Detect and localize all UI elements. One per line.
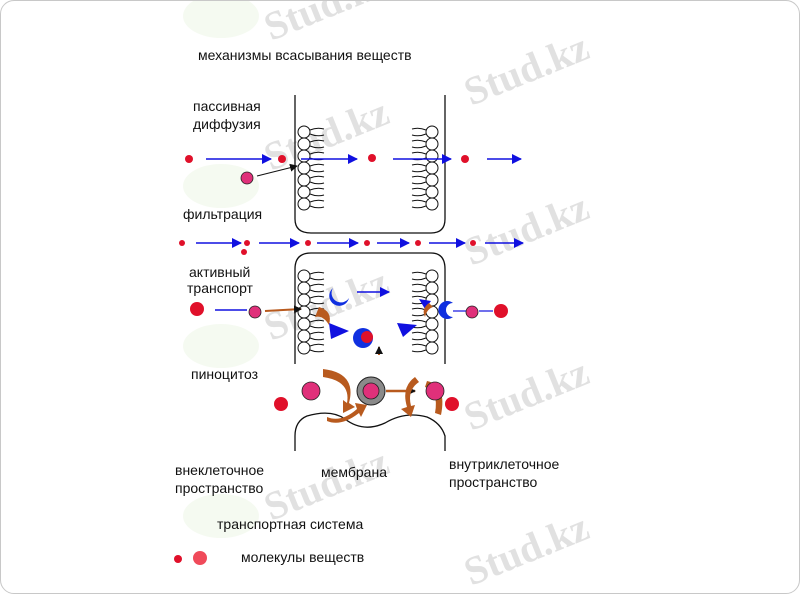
molecule-dot [461, 155, 469, 163]
watermark-text: Stud.kz [458, 184, 595, 274]
watermark-text: Stud.kz [258, 259, 395, 349]
watermark-logo [183, 494, 259, 538]
legend-molecule-large-icon [193, 551, 207, 565]
pointer-arrow [256, 163, 298, 177]
label-intracellular-2: пространство [449, 474, 538, 490]
molecule-large [240, 171, 254, 185]
watermark-logo [183, 164, 259, 208]
molecule-bound [362, 382, 380, 400]
label-passive: пассивная [193, 98, 261, 114]
label-membrane: мембрана [321, 464, 387, 480]
molecule-large [190, 302, 204, 316]
watermark-text: Stud.kz [458, 349, 595, 439]
membrane-lower [294, 252, 446, 451]
carrier-icon [315, 307, 330, 325]
transport-arrow [419, 299, 431, 309]
molecule-dot [278, 155, 286, 163]
vesicle-arrow [327, 403, 367, 423]
watermark-text: Stud.kz [458, 24, 595, 114]
molecule-large [425, 381, 445, 401]
active-transport-row [190, 284, 508, 355]
vesicle-arrow [401, 377, 419, 417]
diagram-title: механизмы всасывания веществ [198, 47, 412, 63]
transport-arrow [397, 323, 417, 337]
label-transport: транспорт [187, 280, 254, 296]
watermark-text: Stud.kz [458, 504, 595, 594]
vesicle-arrow [323, 369, 355, 413]
carrier-icon [423, 303, 433, 317]
molecule-dot [368, 154, 376, 162]
transport-arrow [329, 323, 349, 339]
legend-transport-system: транспортная система [217, 516, 363, 532]
filtration-row [179, 238, 524, 255]
lipid-layer-right-upper [411, 125, 439, 211]
label-pinocytosis: пиноцитоз [191, 366, 258, 382]
label-diffusion: диффузия [193, 116, 261, 132]
molecule-large [445, 397, 459, 411]
molecule-dot [244, 240, 250, 246]
transport-line [264, 305, 302, 314]
label-extracellular-1: внеклеточное [175, 462, 264, 478]
carrier-icon [329, 288, 349, 306]
passive-diffusion-row [185, 154, 522, 185]
watermark-logo [183, 324, 259, 368]
molecule-dot [185, 155, 193, 163]
label-active: активный [189, 264, 250, 280]
molecule-large [465, 305, 479, 319]
molecule-dot [179, 240, 185, 246]
molecule-large [301, 381, 321, 401]
watermark-logo [183, 1, 259, 38]
molecule-dot [470, 240, 476, 246]
watermark-text: Stud.kz [258, 89, 395, 179]
molecule-dot [364, 240, 370, 246]
molecule-large [494, 304, 508, 318]
molecule-large [248, 305, 262, 319]
carrier-icon [438, 301, 453, 319]
molecule-large [274, 397, 288, 411]
watermark-text: Stud.kz [258, 1, 395, 49]
legend: транспортная система молекулы веществ [174, 513, 364, 565]
molecule-dot [415, 240, 421, 246]
watermark: Stud.kz Stud.kz Stud.kz Stud.kz Stud.kz … [183, 1, 595, 594]
membrane-upper [294, 95, 446, 234]
legend-molecule-small-icon [174, 555, 182, 563]
molecule-dot [305, 240, 311, 246]
label-intracellular-1: внутриклеточное [449, 456, 560, 472]
label-filtration: фильтрация [183, 206, 262, 222]
molecule-bound [361, 331, 373, 343]
legend-molecules: молекулы веществ [241, 549, 364, 565]
molecule-dot [241, 249, 247, 255]
label-extracellular-2: пространство [175, 480, 264, 496]
pinocytosis-row [274, 369, 459, 423]
